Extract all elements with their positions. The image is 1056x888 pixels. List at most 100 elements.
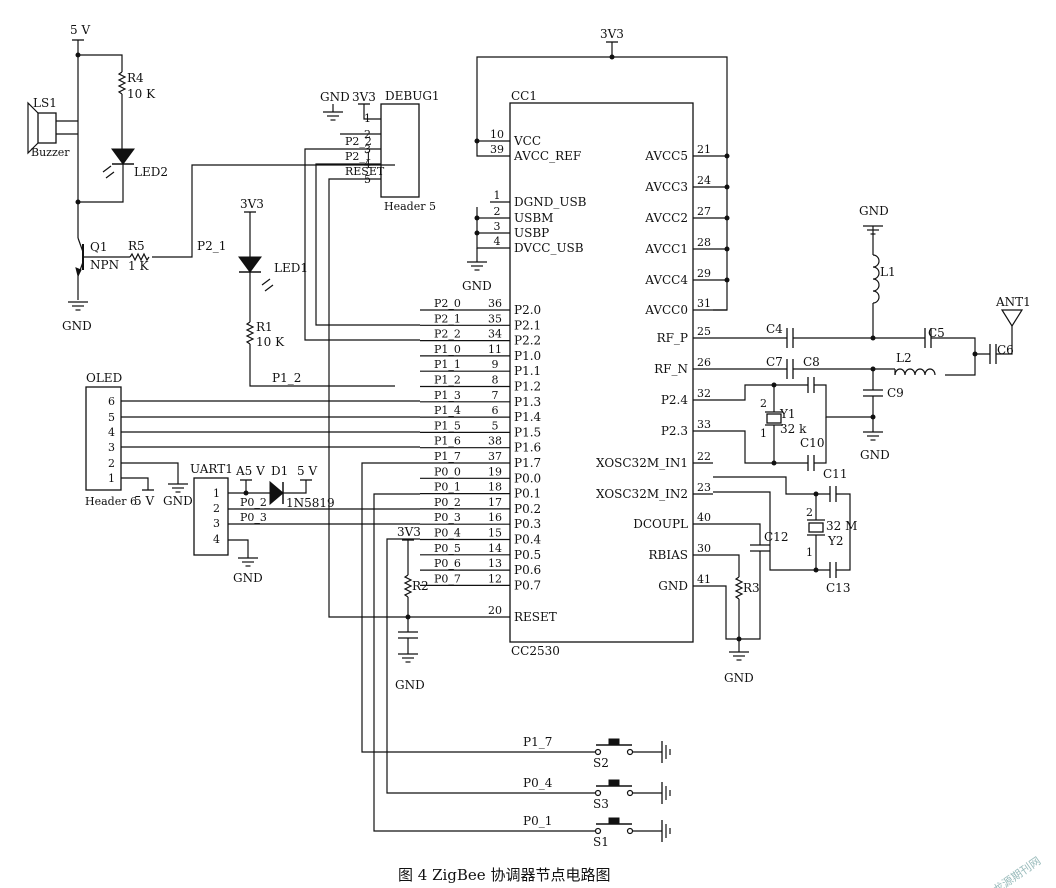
cc-port-num-p0-4: 15 xyxy=(488,527,502,540)
switch-net-s1: P0_1 xyxy=(523,814,552,828)
y1-label: Y1 xyxy=(779,407,796,421)
oled-header: OLED Header 6 6 5 4 3 2 1 GND 5 V xyxy=(85,371,420,508)
uart-pin-3: 3 xyxy=(213,517,220,530)
c6-label: C6 xyxy=(997,343,1014,357)
cc-pin-name-usbm: USBM xyxy=(514,211,553,225)
cc-port-name-p0-2: P0.2 xyxy=(514,502,541,516)
c13-label: C13 xyxy=(826,581,850,595)
watermark: 龙源期刊网 xyxy=(990,854,1043,888)
r1-ref: R1 xyxy=(256,320,273,334)
cc-port-num-p1-0: 11 xyxy=(488,343,502,356)
q1-type: NPN xyxy=(90,258,119,272)
debug-name: Header 5 xyxy=(384,200,436,213)
cc-right-name-rbias: RBIAS xyxy=(649,548,688,562)
cc-pin-num-usbp: 3 xyxy=(494,220,501,233)
supply-3v3-top-label: 3V3 xyxy=(600,27,624,41)
cc-port-name-p0-1: P0.1 xyxy=(514,487,541,501)
oled-name: Header 6 xyxy=(85,495,137,508)
cc-port-name-p0-6: P0.6 xyxy=(514,563,541,577)
cc-port-num-p1-6: 38 xyxy=(488,435,502,448)
uart-net-p0-2: P0_2 xyxy=(240,496,267,509)
cc-right-pins: 21AVCC524AVCC327AVCC228AVCC129AVCC431AVC… xyxy=(596,143,727,593)
supply-5v-label: 5 V xyxy=(70,23,90,37)
cc-port-net-p2-1: P2_1 xyxy=(434,312,461,325)
switch-contact-a-s1 xyxy=(594,827,602,835)
c7-label: C7 xyxy=(766,355,783,369)
oled-pin-3: 3 xyxy=(108,441,115,454)
cc-right-num-xosc32m-in2: 23 xyxy=(697,481,711,494)
c4-label: C4 xyxy=(766,322,783,336)
cc-right-num-dcoupl: 40 xyxy=(697,511,711,524)
net-p2-1-buzzer: P2_1 xyxy=(197,239,226,253)
cc-pin-name-vcc: VCC xyxy=(513,134,541,148)
led1-circuit: 3V3 LED1 R1 10 K P1_2 xyxy=(238,197,395,387)
cc-port-num-p1-3: 7 xyxy=(492,389,499,402)
r5-ref: R5 xyxy=(128,239,145,253)
debug-net-p2-1: P2_1 xyxy=(345,150,372,163)
switch-ref-s1: S1 xyxy=(593,835,609,849)
cc-port-name-p1-2: P1.2 xyxy=(514,380,541,394)
l1-label: L1 xyxy=(880,265,896,279)
cc-right-num-p2-4: 32 xyxy=(697,387,711,400)
cc-right-name-p2-3: P2.3 xyxy=(661,424,688,438)
cc-port-name-p0-5: P0.5 xyxy=(514,548,541,562)
buzzer-icon xyxy=(37,112,57,144)
cc-port-num-p0-3: 16 xyxy=(488,511,502,524)
gnd-q1-label: GND xyxy=(62,319,92,333)
cc-port-net-p1-3: P1_3 xyxy=(434,389,461,402)
c11-label: C11 xyxy=(823,467,847,481)
cc-port-name-p1-5: P1.5 xyxy=(514,425,541,439)
d1-diode-icon xyxy=(269,480,284,506)
cc-port-name-p2-1: P2.1 xyxy=(514,318,541,332)
gnd-l1-label: GND xyxy=(859,204,889,218)
cc-right-name-dcoupl: DCOUPL xyxy=(633,517,688,531)
cc-right-num-avcc1: 28 xyxy=(697,236,711,249)
cc-port-net-p0-6: P0_6 xyxy=(434,557,461,570)
uart-net-p0-3: P0_3 xyxy=(240,511,267,524)
switch-gnd-icon-s2 xyxy=(661,741,671,763)
cc-port-name-p0-0: P0.0 xyxy=(514,471,541,485)
switch-net-s3: P0_4 xyxy=(523,776,553,790)
switch-contact-b-s3 xyxy=(626,789,634,797)
cc-right-num-rf-n: 26 xyxy=(697,356,711,369)
gnd-debug-label: GND xyxy=(320,90,350,104)
cc-port-num-p0-6: 13 xyxy=(488,557,502,570)
oled-ref: OLED xyxy=(86,371,122,385)
switch-contact-b-s1 xyxy=(626,827,634,835)
y1-value: 32 k xyxy=(780,422,807,436)
cc-port-name-p1-4: P1.4 xyxy=(514,410,542,424)
cc-right-name-avcc4: AVCC4 xyxy=(644,273,688,287)
cc-ref: CC1 xyxy=(511,89,537,103)
switch-gnd-icon-s3 xyxy=(661,782,671,804)
switch-ref-s3: S3 xyxy=(593,797,609,811)
cc-right-num-avcc4: 29 xyxy=(697,267,711,280)
led2-label: LED2 xyxy=(134,165,168,179)
oled-pin-5: 5 xyxy=(108,411,115,424)
y1-pin-1: 1 xyxy=(760,427,767,440)
cc-port-net-p0-3: P0_3 xyxy=(434,511,461,524)
cc-right-num-xosc32m-in1: 22 xyxy=(697,450,711,463)
cc-pin-num-usbm: 2 xyxy=(494,205,501,218)
cc-port-net-p0-1: P0_1 xyxy=(434,481,461,494)
cc-right-num-avcc3: 24 xyxy=(697,174,711,187)
pushbutton-icon-s2 xyxy=(608,738,620,746)
cc-port-num-p1-2: 8 xyxy=(492,374,499,387)
cc-pin-num-vcc: 10 xyxy=(490,128,504,141)
cc-port-net-p0-5: P0_5 xyxy=(434,542,461,555)
r4-ref: R4 xyxy=(127,71,144,85)
q1-ref: Q1 xyxy=(90,240,107,254)
gnd-uart-label: GND xyxy=(163,494,193,508)
y2-value: 32 M xyxy=(826,519,857,533)
r2-label: R2 xyxy=(412,579,429,593)
c12-label: C12 xyxy=(764,530,788,544)
switch-contact-b-s2 xyxy=(626,748,634,756)
cc-right-name-gnd: GND xyxy=(658,579,688,593)
l2-inductor-icon xyxy=(894,368,936,376)
cc-port-net-p1-1: P1_1 xyxy=(434,358,461,371)
cc-right-num-gnd: 41 xyxy=(697,573,711,586)
cc-port-name-reset: RESET xyxy=(514,610,557,624)
oled-pin-6: 6 xyxy=(108,395,115,408)
